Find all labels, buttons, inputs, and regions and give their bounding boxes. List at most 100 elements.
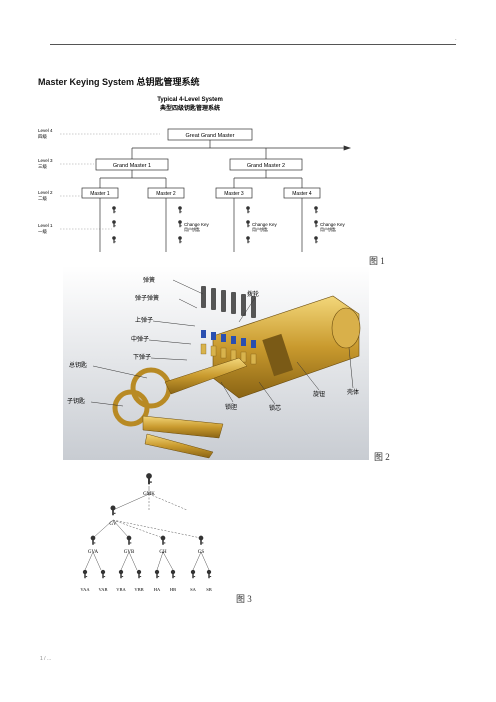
key-icon	[118, 569, 124, 579]
spring-pin	[221, 290, 226, 312]
change-key-label-cn: 用户钥匙	[320, 226, 336, 232]
gm-label: Grand Master 2	[247, 163, 285, 169]
node-l4: HB	[170, 587, 176, 592]
node-gv: GV	[109, 522, 117, 527]
page-title: Master Keying System 总钥匙管理系统	[38, 77, 200, 87]
level-label-cn: 一级	[38, 228, 47, 235]
node-great-grand-master	[167, 128, 253, 141]
bottom-pin-piece	[240, 351, 247, 363]
fig1-title-cn: 典型四级钥匙管理系统	[160, 104, 220, 112]
node-l3: GVA	[88, 550, 99, 555]
node-l4: SA	[190, 587, 197, 592]
label-housing: 壳体	[347, 388, 359, 396]
key-icon	[100, 569, 106, 579]
label-spring-cap: 弹子弹簧	[135, 294, 159, 302]
cam-shape	[262, 333, 294, 377]
header-rule	[50, 44, 456, 45]
master-pin-piece	[241, 338, 246, 346]
bottom-pin-piece	[210, 345, 217, 357]
key-icon	[160, 535, 166, 545]
node-gmk: GMK	[143, 492, 155, 497]
tree-key-icons	[82, 473, 212, 579]
label-top-pin: 上弹子	[135, 316, 153, 324]
key-icon	[178, 206, 182, 214]
level-label-en: Level 3	[38, 158, 53, 163]
node-l4: VAA	[80, 587, 90, 592]
bottom-pin-piece	[200, 343, 207, 355]
node-l4: SB	[206, 587, 212, 592]
change-key-label: Change Key	[252, 222, 278, 227]
thumb-turn-shape	[331, 307, 361, 349]
level-label-en: Level 2	[38, 190, 53, 195]
key-icon	[178, 236, 182, 244]
key-icon	[112, 220, 116, 228]
fig1-hierarchy-diagram: Typical 4-Level System 典型四级钥匙管理系统 Level …	[38, 97, 352, 252]
change-key-blade	[144, 433, 214, 459]
level-label-cn: 四级	[38, 133, 47, 140]
key-icon	[246, 220, 250, 228]
key-icon	[146, 473, 152, 485]
spring-pin	[241, 294, 246, 316]
label-master-key: 总钥匙	[69, 361, 87, 369]
label-plug: 锁芯	[269, 404, 281, 412]
key-icon	[112, 206, 116, 214]
key-icon	[136, 569, 142, 579]
key-icon	[314, 206, 318, 214]
bottom-pin-piece	[250, 353, 257, 365]
fig2-caption: 图 2	[374, 452, 390, 462]
change-key-label-cn: 用户钥匙	[184, 226, 200, 232]
key-icon	[190, 569, 196, 579]
master-label: Master 4	[292, 191, 312, 197]
master-pin-piece	[221, 334, 226, 342]
pins-group	[200, 286, 257, 365]
spring-pin	[201, 286, 206, 308]
label-master-pin: 中弹子	[131, 335, 149, 343]
label-change-key: 子钥匙	[67, 397, 85, 405]
master-pin-piece	[251, 340, 256, 348]
level-label-cn: 二级	[38, 195, 47, 202]
master-pin-piece	[231, 336, 236, 344]
node-l4: VAB	[99, 587, 108, 592]
change-key-blade	[142, 415, 224, 439]
master-pin-piece	[211, 332, 216, 340]
page-footer: 1 / ...	[40, 656, 52, 662]
master-label: Master 2	[156, 191, 176, 197]
key-icon	[110, 505, 116, 516]
header-mark: .	[455, 36, 457, 42]
level-label-en: Level 4	[38, 128, 53, 133]
gm-label: Grand Master 1	[113, 163, 151, 169]
master-key-blade	[164, 357, 248, 395]
level-label-en: Level 1	[38, 223, 53, 228]
spring-pin	[211, 288, 216, 310]
node-l4: VBB	[134, 587, 143, 592]
node-master-2	[147, 187, 185, 199]
label-bottom-pin: 下弹子	[133, 353, 151, 361]
bottom-pin-piece	[220, 347, 227, 359]
key-icon	[246, 206, 250, 214]
change-key-label-cn: 用户钥匙	[252, 226, 268, 232]
key-icon	[154, 569, 160, 579]
label-thumb-turn: 旋钮	[313, 390, 325, 398]
key-icon	[90, 535, 96, 545]
node-l3: GS	[198, 550, 205, 555]
key-icons-group	[112, 206, 318, 244]
change-key-label: Change Key	[320, 222, 346, 227]
node-l4: HA	[154, 587, 161, 592]
ggm-label: Great Grand Master	[186, 133, 235, 139]
node-master-4	[283, 187, 321, 199]
bottom-pin-piece	[230, 349, 237, 361]
fig3-caption: 图 3	[236, 594, 252, 604]
spring-pin	[251, 296, 256, 318]
node-l3: GVB	[124, 550, 135, 555]
label-cam: 拨轮	[247, 290, 259, 298]
fig3-key-tree-diagram: GMK GV GVA GVB GH GS VAA VAB VBA VBB HA …	[80, 473, 212, 592]
node-l3: GH	[159, 550, 167, 555]
key-icon	[198, 535, 204, 545]
fig1-caption: 图 1	[369, 256, 385, 266]
label-spring: 弹簧	[143, 276, 155, 284]
key-icon	[314, 236, 318, 244]
master-pin-piece	[201, 330, 206, 338]
node-master-1	[81, 187, 119, 199]
key-icon	[246, 236, 250, 244]
key-icon	[314, 220, 318, 228]
